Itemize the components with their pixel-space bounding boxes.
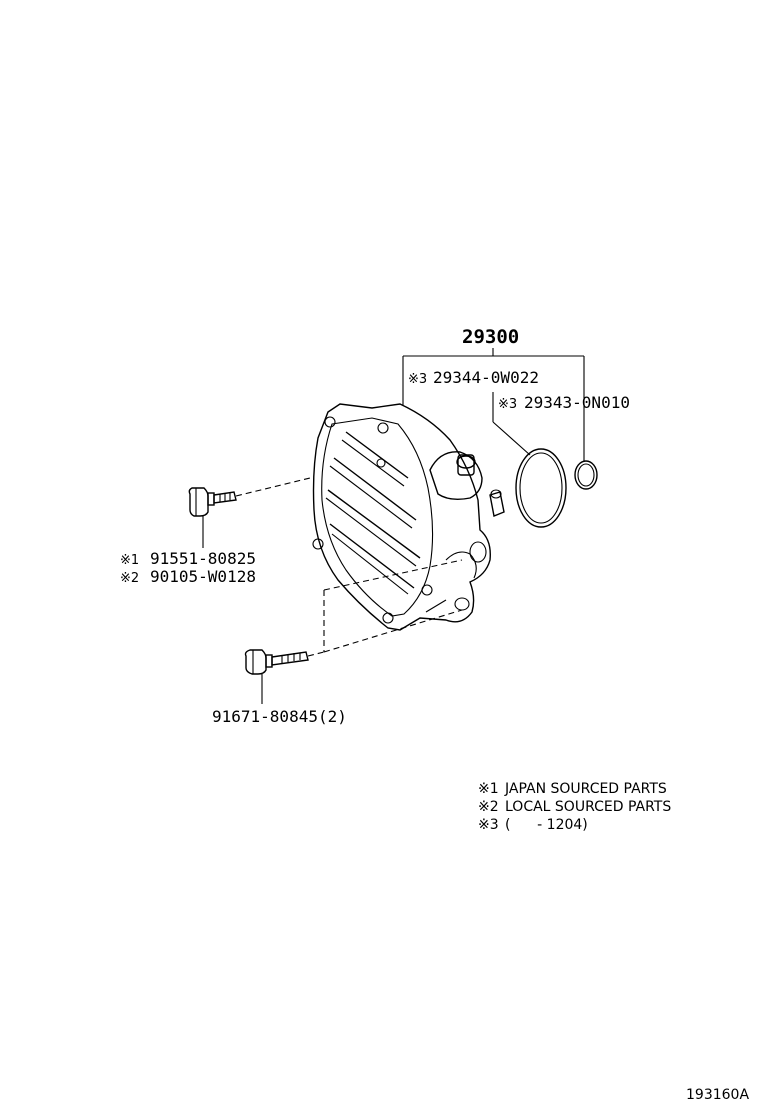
gasket-small-part-number[interactable]: 29343-0N010 xyxy=(524,393,630,412)
bolt-upper-guide xyxy=(235,477,311,497)
gasket-large-leader-2 xyxy=(492,421,531,456)
legend-mark-1: ※1 xyxy=(478,781,499,797)
bolt-upper[interactable] xyxy=(188,487,237,517)
o-ring-small[interactable] xyxy=(574,460,598,490)
gasket-large-part-number[interactable]: 29344-0W022 xyxy=(433,368,539,387)
bolt-upper-part-number-1[interactable]: 91551-80825 xyxy=(150,549,256,568)
legend-text-1: JAPAN SOURCED PARTS xyxy=(504,781,667,797)
assembly-bracket xyxy=(402,348,585,462)
bolt-upper-part-number-2[interactable]: 90105-W0128 xyxy=(150,567,256,586)
figure-id: 193160A xyxy=(686,1087,749,1103)
assembly-part-number[interactable]: 29300 xyxy=(462,326,519,348)
bolt-lower-guides xyxy=(307,559,463,657)
bolt-lower[interactable] xyxy=(244,649,309,675)
vacuum-pump[interactable] xyxy=(312,403,505,631)
bolt-upper-mark-2: ※2 xyxy=(120,571,139,586)
legend-text-2: LOCAL SOURCED PARTS xyxy=(505,799,671,815)
legend-text-3: ( - 1204) xyxy=(505,817,588,833)
gasket-small-mark: ※3 xyxy=(498,397,517,412)
legend: ※1 JAPAN SOURCED PARTS ※2 LOCAL SOURCED … xyxy=(478,781,671,833)
bolt-upper-mark-1: ※1 xyxy=(120,553,139,568)
legend-mark-2: ※2 xyxy=(478,799,499,815)
bolt-lower-part-number[interactable]: 91671-80845(2) xyxy=(212,707,347,726)
legend-mark-3: ※3 xyxy=(478,817,499,833)
gasket-large-mark: ※3 xyxy=(408,372,427,387)
o-ring-large[interactable] xyxy=(515,448,567,528)
